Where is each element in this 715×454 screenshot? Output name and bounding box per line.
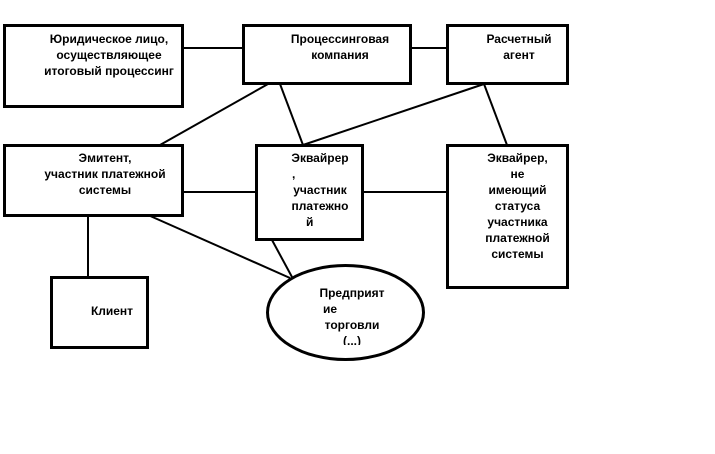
acquirer-non-member-label: Эквайрер, не имеющий статуса участника п… [470,150,565,262]
acquirer-non-member-line-7: системы [491,247,544,261]
merchant-line-1: Предприят [319,286,385,300]
acquirer-non-member-line-4: статуса [494,199,541,213]
settlement-agent-label: Расчетный агент [474,31,564,63]
processing-company-label: Процессинговая компания [270,31,410,63]
connector-issuer-merchant [147,214,291,279]
connector-acquirer-merchant [271,239,293,278]
merchant-ellipse: Предприят ие торговли (...) [266,264,425,361]
client-line-1: Клиент [90,304,134,318]
settlement-agent-line-1: Расчетный [486,32,552,46]
acquirer-label: Эквайрер , участник платежно й [278,150,362,230]
legal-entity-line-3: итоговый процессинг [44,64,174,78]
issuer-box [3,144,184,217]
settlement-agent-box [446,24,569,85]
merchant-line-2: ие [323,302,338,316]
connector-settlement-acquirer-non-member [483,83,508,146]
merchant-label: Предприят ие торговли (...) [297,285,407,345]
issuer-line-1: Эмитент, [78,151,132,165]
merchant-line-3: торговли [324,318,380,332]
acquirer-line-5: й [306,215,314,229]
connector-settlement-acquirer [302,83,485,146]
legal-entity-line-2: осуществляющее [56,48,162,62]
issuer-line-2: участник платежной [44,167,166,181]
processing-company-line-1: Процессинговая [290,32,390,46]
acquirer-non-member-line-2: не [510,167,525,181]
processing-company-box [242,24,412,85]
processing-company-line-2: компания [311,48,369,62]
acquirer-non-member-line-1: Эквайрер, [487,151,548,165]
acquirer-non-member-line-3: имеющий [488,183,547,197]
client-label: Клиент [68,303,156,319]
legal-entity-line-1: Юридическое лицо, [49,32,169,46]
acquirer-non-member-line-6: платежной [485,231,550,245]
legal-entity-box [3,24,184,108]
acquirer-line-2: , [292,167,296,181]
connector-processing-issuer [159,83,269,146]
acquirer-box [255,144,364,241]
client-box [50,276,149,349]
issuer-label: Эмитент, участник платежной системы [30,150,180,198]
connector-processing-acquirer [279,83,304,146]
settlement-agent-line-2: агент [503,48,535,62]
merchant-line-4: (...) [343,334,361,345]
acquirer-non-member-box [446,144,569,289]
acquirer-non-member-line-5: участника [487,215,548,229]
legal-entity-label: Юридическое лицо, осуществляющее итоговы… [34,31,184,79]
acquirer-line-1: Эквайрер [291,151,349,165]
acquirer-line-3: участник [293,183,347,197]
acquirer-line-4: платежно [291,199,349,213]
issuer-line-3: системы [78,183,132,197]
